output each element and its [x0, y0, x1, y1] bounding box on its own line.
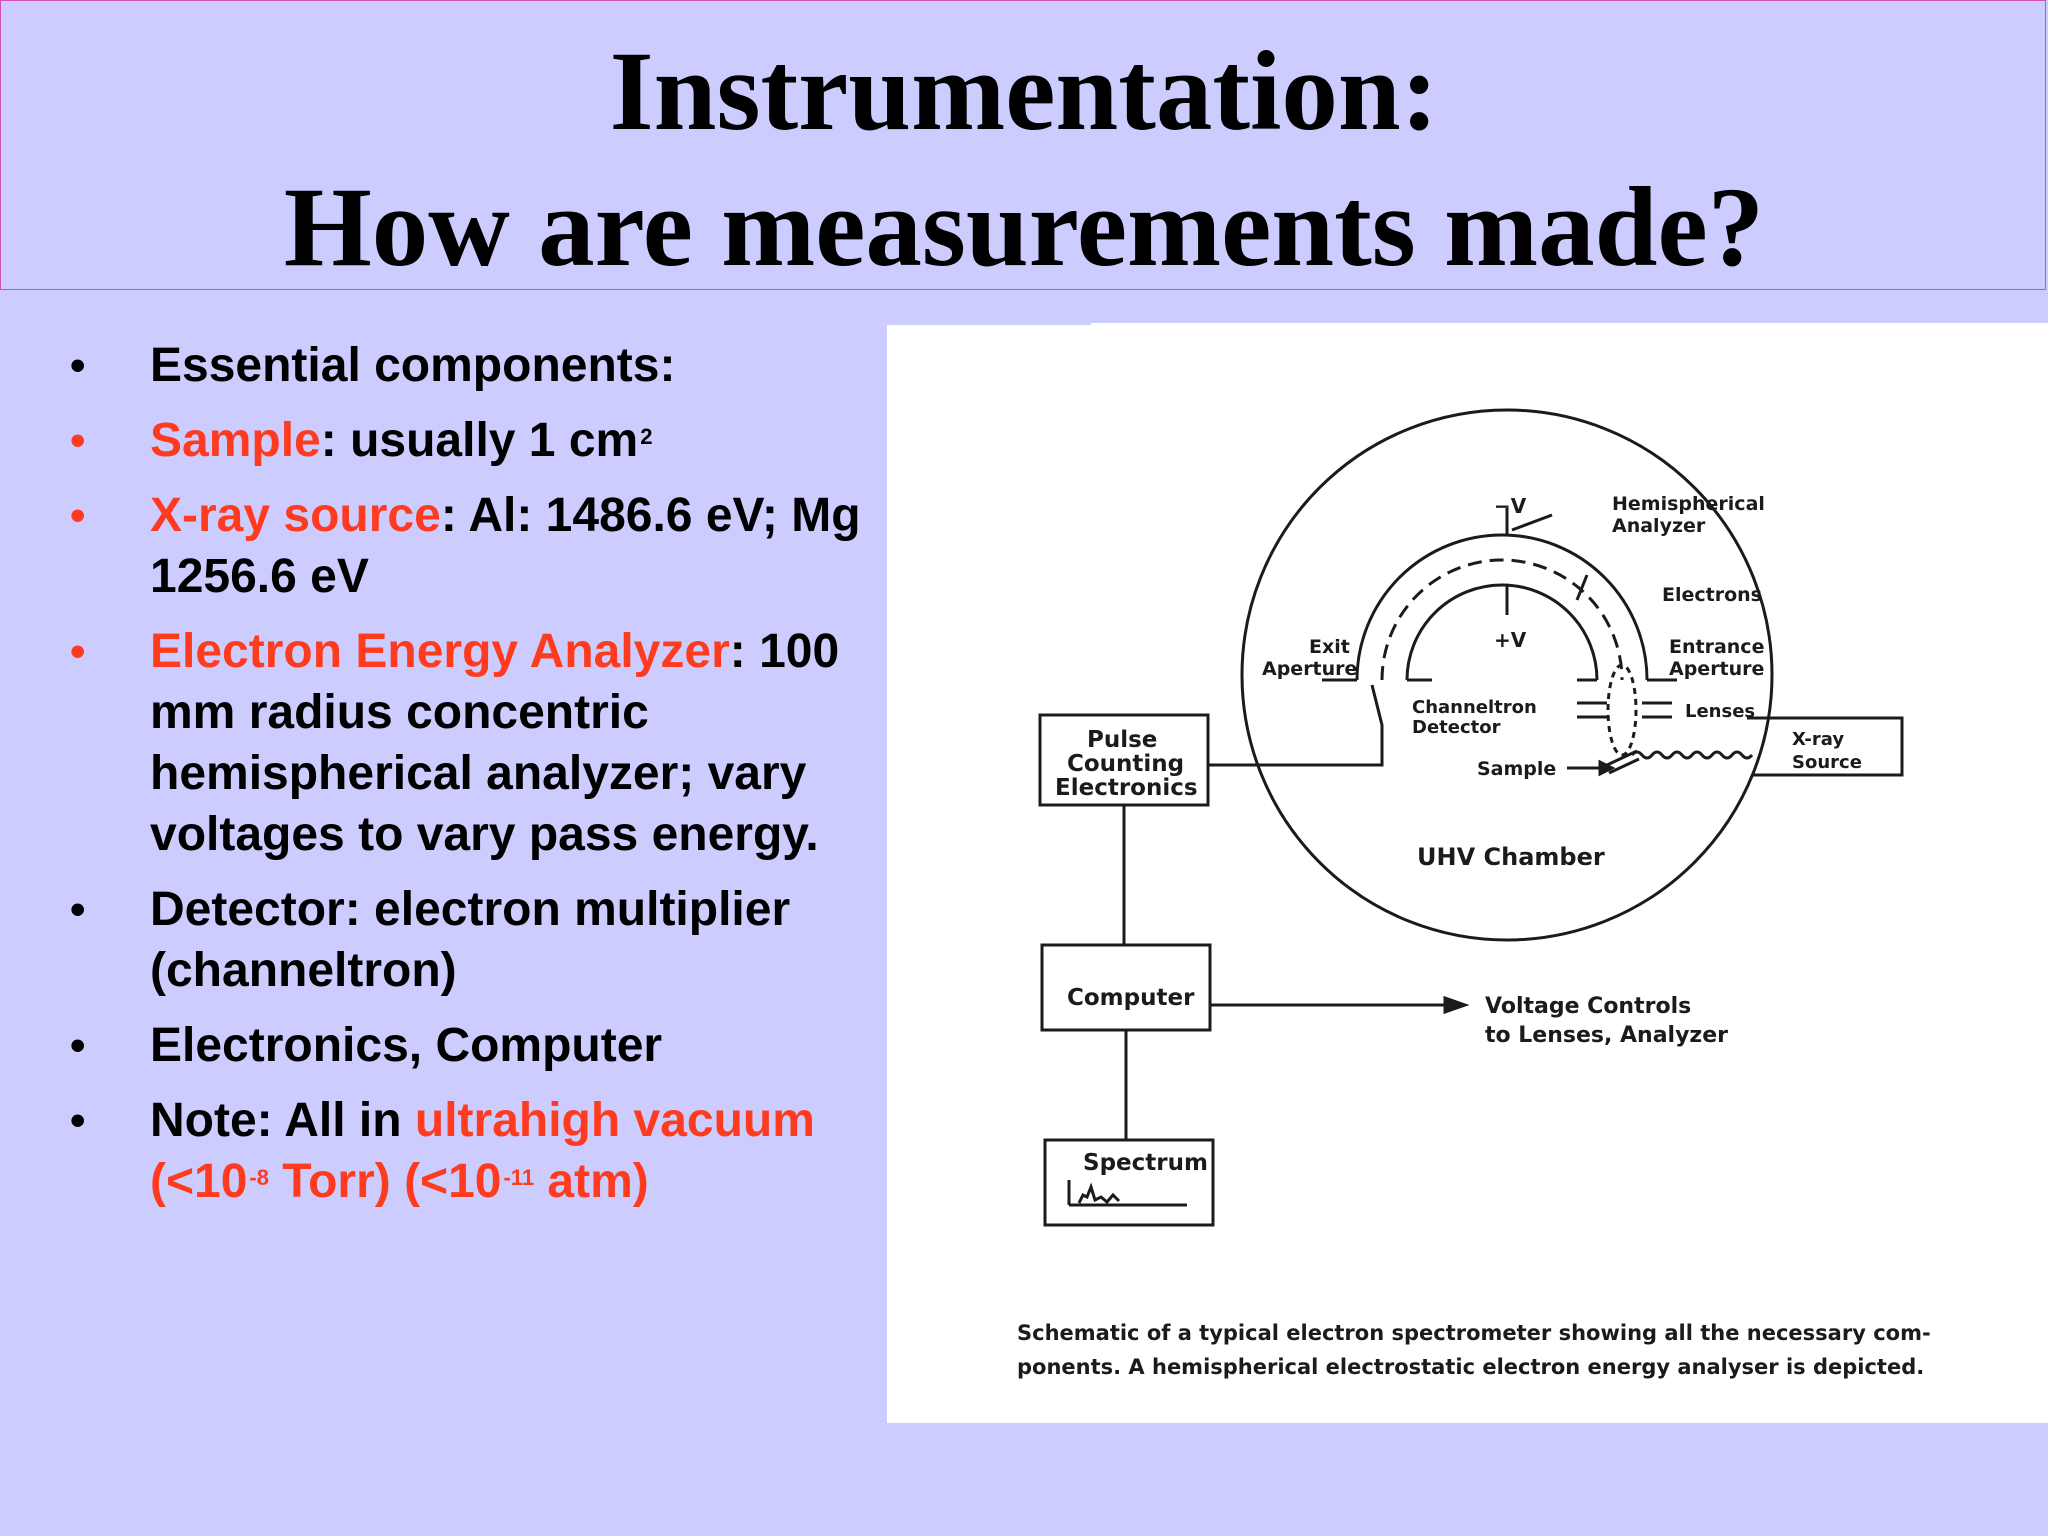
title-bar: Instrumentation: How are measurements ma…: [0, 0, 2046, 290]
bullet-list: • Essential components: • Sample: usuall…: [70, 335, 900, 1212]
pulse-label: Pulse: [1087, 727, 1157, 753]
entrance-label: Entrance: [1669, 636, 1764, 658]
bullet-electronics-computer: • Electronics, Computer: [70, 1015, 900, 1076]
hemispherical-label: Hemispherical: [1612, 493, 1765, 515]
bullet-dot: •: [70, 885, 86, 934]
uhv-chamber-circle: [1240, 408, 1774, 942]
channeltron-label: Channeltron: [1412, 697, 1537, 718]
inner-hemisphere: [1405, 583, 1599, 681]
exit-label: Exit: [1309, 636, 1350, 658]
bullet-text: : usually 1 cm: [320, 414, 639, 467]
bullet-dot: •: [70, 416, 86, 465]
xray-source-housing: [1747, 716, 1904, 777]
bullet-text: Note: All in: [150, 1094, 415, 1147]
spectrum-box: [1043, 1138, 1215, 1227]
bullet-text: : Al: 1486.6 eV; Mg 1256.6 eV: [150, 489, 861, 603]
computer-label: Computer: [1067, 985, 1195, 1011]
bullet-dot: •: [70, 341, 86, 390]
bullet-xray-source: • X-ray source: Al: 1486.6 eV; Mg 1256.6…: [70, 485, 900, 607]
electron-path: [1380, 558, 1624, 681]
spectrometer-schematic: −V +V Hemispherical Analyzer Electrons E…: [1017, 408, 1931, 1379]
electrons-pointer: [1575, 574, 1589, 601]
spectrum-trace: [1077, 1182, 1121, 1205]
outer-hemisphere: [1355, 533, 1649, 681]
superscript: 2: [640, 424, 653, 449]
entrance-aperture-label: Aperture: [1669, 658, 1764, 680]
bullet-keyword: X-ray source: [150, 489, 441, 542]
voltage-targets-label: to Lenses, Analyzer: [1485, 1023, 1728, 1048]
sample-mark: [1606, 749, 1640, 775]
superscript: -11: [503, 1165, 535, 1190]
xray-label: X-ray: [1792, 729, 1844, 750]
analyzer-label: Analyzer: [1612, 515, 1706, 537]
uhv-chamber-label: UHV Chamber: [1417, 843, 1605, 871]
source-label: Source: [1792, 752, 1862, 773]
bullet-text: : 100 mm radius concentric hemispherical…: [150, 625, 840, 861]
slide-title-line-2: How are measurements made?: [283, 165, 1765, 290]
detector-to-pulse-line: [1209, 684, 1384, 767]
pressure-atm: Torr) (<10: [268, 1155, 502, 1208]
hemispherical-pointer: [1511, 513, 1553, 532]
superscript: -8: [249, 1165, 269, 1190]
figure-caption-line-2: ponents. A hemispherical electrostatic e…: [1017, 1355, 1924, 1379]
pressure-unit: atm): [534, 1155, 649, 1208]
bullet-electron-energy-analyzer: • Electron Energy Analyzer: 100 mm radiu…: [70, 621, 900, 865]
slide-title-line-1: Instrumentation:: [609, 29, 1439, 154]
bullet-detector: • Detector: electron multiplier (channel…: [70, 879, 900, 1001]
spectrum-axes: [1067, 1180, 1187, 1207]
detector-label: Detector: [1412, 717, 1501, 738]
bullet-text: Essential components:: [150, 339, 676, 392]
spectrometer-schematic-figure: −V +V Hemispherical Analyzer Electrons E…: [887, 325, 2048, 1423]
bullet-dot: •: [70, 1021, 86, 1070]
bullet-keyword: Electron Energy Analyzer: [150, 625, 730, 678]
bullet-keyword: Sample: [150, 414, 321, 467]
electrons-label: Electrons: [1662, 584, 1762, 606]
lens-beam: [1606, 663, 1638, 757]
bullet-keyword: ultrahigh vacuum: [414, 1094, 815, 1147]
pressure-torr: (<10: [150, 1155, 248, 1208]
bullet-note-vacuum: • Note: All in ultrahigh vacuum (<10-8 To…: [70, 1090, 900, 1212]
plus-v-label: +V: [1494, 628, 1527, 652]
spectrum-label: Spectrum: [1083, 1150, 1208, 1176]
lenses-label: Lenses: [1685, 701, 1755, 722]
voltage-control-arrowhead: [1443, 995, 1470, 1015]
sample-arrowhead: [1598, 759, 1616, 777]
voltage-controls-label: Voltage Controls: [1485, 994, 1691, 1019]
sample-label: Sample: [1477, 758, 1556, 780]
bullet-sample: • Sample: usually 1 cm2: [70, 410, 900, 471]
bullet-essential-components: • Essential components:: [70, 335, 900, 396]
bullet-dot: •: [70, 627, 86, 676]
bullet-dot: •: [70, 491, 86, 540]
minus-v-label: −V: [1494, 494, 1527, 518]
xray-beam: [1630, 750, 1754, 760]
exit-aperture-label: Aperture: [1262, 658, 1357, 680]
electronics-label: Electronics: [1055, 775, 1198, 801]
bullet-text: Detector: electron multiplier (channeltr…: [150, 883, 791, 997]
bullet-dot: •: [70, 1096, 86, 1145]
bullet-text: Electronics, Computer: [150, 1019, 663, 1072]
counting-label: Counting: [1067, 751, 1184, 777]
figure-caption-line-1: Schematic of a typical electron spectrom…: [1017, 1321, 1931, 1345]
